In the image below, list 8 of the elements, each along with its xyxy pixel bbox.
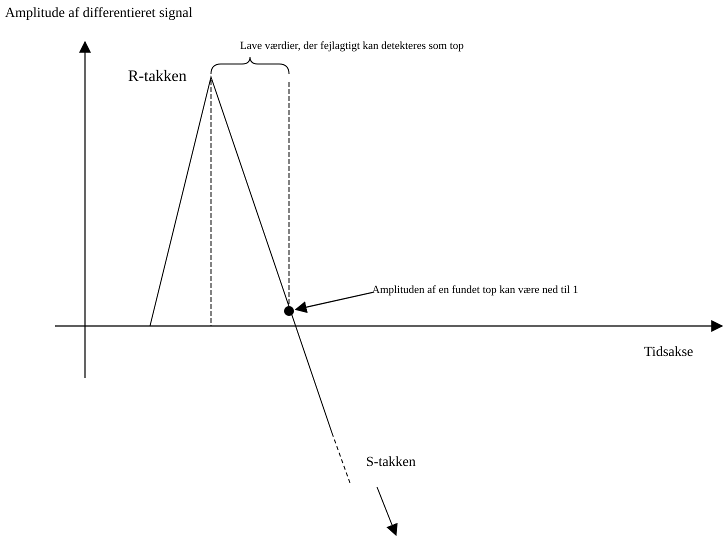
axis-title: Tidsakse <box>644 345 694 362</box>
peak-label: S-takken <box>366 455 416 472</box>
peak-label: R-takken <box>128 68 187 86</box>
axis-title: Amplitude af differentieret signal <box>5 6 193 22</box>
leader-arrow <box>294 292 374 313</box>
bracket-label: Lave værdier, der fejlagtigt kan detekteres som top <box>240 40 464 53</box>
annotation-text: Amplituden af en fundet top kan være ned til 1 <box>372 284 578 297</box>
point-marker <box>284 306 294 316</box>
